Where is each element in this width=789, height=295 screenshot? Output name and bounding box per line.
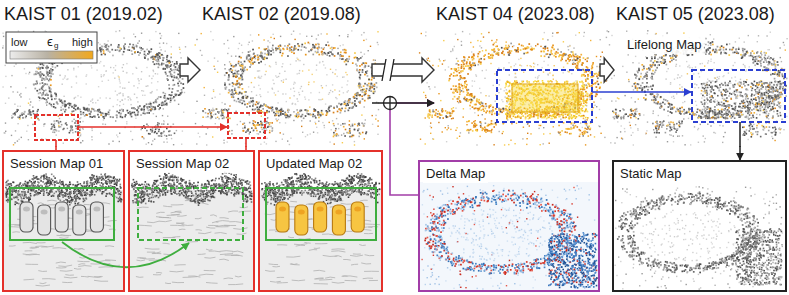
figure: KAIST 01 (2019.02)KAIST 02 (2019.08)KAIS… — [0, 0, 789, 295]
